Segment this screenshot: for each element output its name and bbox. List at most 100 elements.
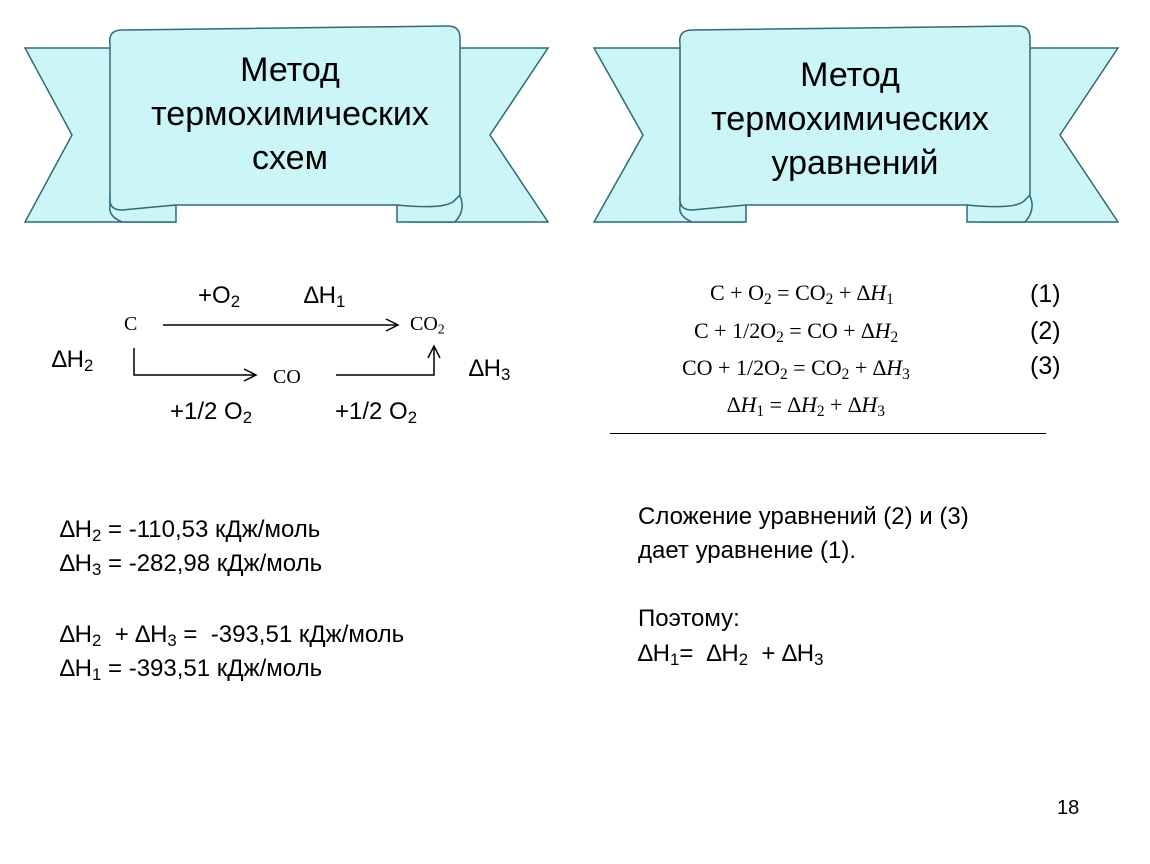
arrow-c-to-co-head [243,368,258,382]
eq4-h3: H [861,392,878,417]
divider-line [610,433,1046,434]
eq4-sub-1: 1 [756,402,765,420]
eq4-sub-2: 2 [816,402,825,420]
left-banner-line2: термохимических [151,95,429,133]
banners-graphic [23,25,1120,223]
eq4-delta-1: ∆ [727,392,741,417]
page-number: 18 [1057,797,1080,819]
value-dh2: ∆H2 = -110,53 кДж/моль [60,516,320,546]
value-dh1-sym: ∆H [60,655,93,682]
right-banner-line1: Метод [800,56,900,94]
value-sum-b-sub: 3 [167,631,177,651]
equation-1-number: (1) [1030,280,1061,308]
value-dh1: ∆H1 = -393,51 кДж/моль [60,655,322,685]
value-dh3-sym: ∆H [60,550,93,577]
eq2-h: H [874,318,891,343]
value-sum: ∆H2 + ∆H3 = -393,51 кДж/моль [60,621,404,651]
r4-c: + ∆H [748,640,815,667]
eq4-h2: H [800,392,817,417]
scheme-dh3-sub: 3 [501,365,511,385]
value-dh3: ∆H3 = -282,98 кДж/моль [60,550,322,580]
scheme-dh3: ∆H3 [469,355,510,385]
scheme-top-o2-sub: 2 [230,292,241,312]
eq3-part-c: + ∆ [849,355,887,380]
value-dh2-sub: 2 [92,526,102,546]
right-text-line3: Поэтому: [638,605,740,632]
eq3-h: H [886,355,903,380]
value-sum-rest: = -393,51 кДж/моль [176,621,405,648]
eq2-sub-1: 2 [776,328,784,346]
r4-b-sub: 2 [738,650,749,670]
scheme-dh2: ∆H2 [52,346,93,376]
eq1-sub-1: 2 [763,290,772,308]
left-banner-main [109,25,461,211]
eq2-part-b: = CO + ∆ [783,318,875,343]
scheme-top-o2: +O2 [198,282,240,312]
equation-3: CO + 1/2O2 = CO2 + ∆H3 [682,355,910,384]
eq3-sub-2: 2 [841,365,850,383]
eq1-part-b: = CO [771,280,826,305]
value-dh2-sym: ∆H [60,516,93,543]
equation-3-number: (3) [1030,352,1061,380]
right-text-line2: дает уравнение (1). [638,537,857,564]
value-dh3-rest: = -282,98 кДж/моль [101,550,323,577]
eq4-h1: H [740,392,757,417]
scheme-co2-sub: 2 [437,322,445,338]
eq1-sub-2: 2 [825,290,834,308]
right-banner-line2: термохимических [711,100,989,138]
arrow-co-to-co2 [336,348,435,376]
value-dh1-rest: = -393,51 кДж/моль [101,655,323,682]
equation-2-number: (2) [1030,317,1061,345]
value-dh1-sub: 1 [92,665,102,685]
scheme-dh3-sym: ∆H [469,355,502,382]
left-banner-line3: схем [252,139,328,177]
right-text-line4: ∆H1= ∆H2 + ∆H3 [638,640,823,670]
right-banner-main [679,25,1031,211]
value-sum-b: + ∆H [101,621,168,648]
scheme-co: CO [273,366,301,388]
scheme-bottom-right: +1/2 O2 [335,398,417,428]
right-text-line1: Сложение уравнений (2) и (3) [638,503,969,530]
right-banner-line3: уравнений [771,144,939,182]
scheme-bottom-left-sub: 2 [242,408,253,428]
value-sum-a: ∆H [60,621,93,648]
value-dh2-rest: = -110,53 кДж/моль [101,516,321,543]
scheme-bottom-right-sub: 2 [407,408,418,428]
r4-a-sub: 1 [670,650,680,670]
scheme-c: C [124,313,138,335]
scheme-top-o2-text: +O [198,282,231,309]
scheme-dh1-sub: 1 [336,292,346,312]
scheme-co2: CO2 [410,313,445,339]
right-banner-title: Метод термохимических уравнений [690,53,1010,185]
eq2-part-a: C + 1/2O [694,318,777,343]
eq3-part-a: CO + 1/2O [682,355,780,380]
equation-4: ∆H1 = ∆H2 + ∆H3 [727,392,885,421]
r4-c-sub: 3 [814,650,824,670]
left-banner-line1: Метод [240,51,340,89]
equation-1: C + O2 = CO2 + ∆H1 [710,280,894,309]
arrow-c-to-co2-head [385,318,400,332]
eq4-sub-3: 3 [877,402,885,420]
scheme-dh2-sub: 2 [84,356,94,376]
scheme-bottom-left-text: +1/2 O [170,398,243,425]
eq3-part-b: = CO [787,355,842,380]
eq1-part-a: C + O [710,280,764,305]
eq2-sub-2: 2 [890,328,899,346]
eq1-h: H [870,280,887,305]
scheme-dh1: ∆H1 [304,282,345,312]
eq1-sub-3: 1 [886,290,894,308]
arrow-c-down-to-co [133,348,255,376]
arrow-co-to-co2-head [427,344,441,359]
scheme-bottom-right-text: +1/2 O [335,398,408,425]
eq4-equals: = ∆ [764,392,801,417]
eq1-part-c: + ∆ [833,280,871,305]
r4-a: ∆H [638,640,671,667]
r4-b: = ∆H [679,640,739,667]
left-banner-title: Метод термохимических схем [120,48,460,180]
eq4-plus: + ∆ [824,392,862,417]
value-sum-a-sub: 2 [92,631,102,651]
scheme-dh1-sym: ∆H [304,282,337,309]
scheme-co2-text: CO [410,313,438,335]
eq3-sub-3: 3 [902,365,910,383]
